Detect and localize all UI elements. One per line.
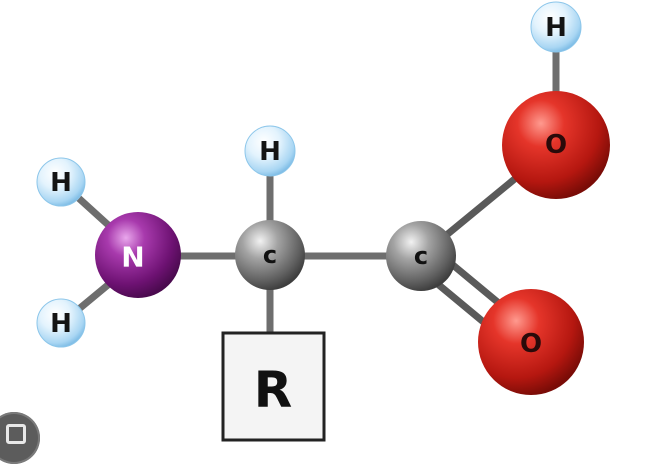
atom-hydroxyl-oxygen: O (502, 91, 610, 199)
oxygen-label: O (545, 130, 567, 160)
atom-hydrogen-alpha: H (244, 125, 296, 177)
bonds (58, 23, 560, 358)
amino-acid-structure-diagram: R H H N H c c H O O (36, 1, 610, 442)
carbon-label: c (263, 241, 277, 269)
r-group-label: R (254, 361, 293, 419)
atom-hydrogen-amine-bottom: H (36, 298, 86, 348)
oxygen-label: O (520, 329, 542, 359)
r-group-box (221, 331, 326, 442)
atom-hydrogen-amine-top: H (36, 157, 86, 207)
hydrogen-label: H (50, 309, 72, 339)
hydrogen-label: H (259, 137, 281, 167)
atom-alpha-carbon: c (235, 220, 305, 290)
hydrogen-label: H (50, 168, 72, 198)
carbon-label: c (414, 242, 428, 270)
nitrogen-label: N (121, 241, 144, 274)
r-group: R (221, 331, 326, 442)
hydrogen-label: H (545, 13, 567, 43)
atom-hydrogen-hydroxyl: H (530, 1, 582, 53)
atom-carboxyl-carbon: c (386, 221, 456, 291)
atom-nitrogen: N (95, 212, 181, 298)
atom-carbonyl-oxygen: O (478, 289, 584, 395)
